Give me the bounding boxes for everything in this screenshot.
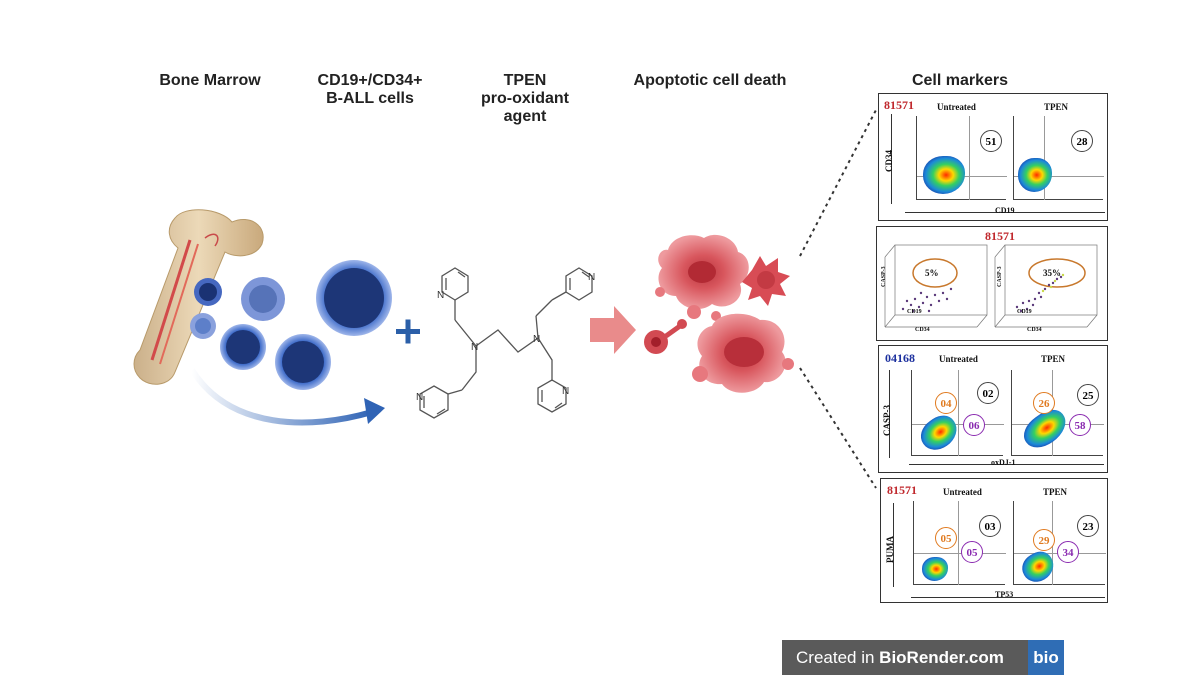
q2-value-circle: 51 [980,130,1002,152]
plus-icon [396,319,420,344]
atom-n-label: N [416,392,423,403]
treatment-arrow-icon [590,306,636,354]
q2-value-circle: 02 [977,382,999,404]
tpen-title: TPEN [1041,354,1066,364]
zoom-line-bottom [799,367,877,489]
q4-value-circle: 58 [1069,414,1091,436]
atom-n-label: N [471,342,478,353]
ball-cells-group [190,260,392,390]
q1-value-circle: 04 [935,392,957,414]
atom-n-label: N [533,334,540,345]
q1-value-circle: 05 [935,527,957,549]
header-cell-markers: Cell markers [911,72,1009,89]
panel-cd34-cd19: 81571 Untreated TPEN CD34 CD19 51 28 [878,93,1108,221]
flow-plot-untreated [913,501,1006,585]
sample-id: 81571 [884,98,914,112]
zoom-line-top [799,109,877,257]
panel-3d-casp3: 81571 5% 35% CASP-3 CASP-3 CD34 CD34 CD1… [876,226,1108,341]
panel-casp3-oxdj1: 04168 Untreated TPEN CASP-3 oxDJ-1 04 02… [878,345,1108,473]
header-ball-cells: CD19+/CD34+B-ALL cells [317,72,423,107]
q1-value-circle: 29 [1033,529,1055,551]
x-axis-label: CD34 [1027,327,1042,333]
y-axis-label: CASP-3 [882,405,892,436]
z-axis-label: CASP-3 [881,266,887,287]
tpen-structure [419,267,593,419]
atom-n-label: N [588,272,595,283]
header-apoptotic-death: Apoptotic cell death [633,72,787,89]
q2-value-circle: 23 [1077,515,1099,537]
percent-label: 35% [1043,268,1061,278]
y-axis-label: PUMA [885,536,895,563]
atom-n-label: N [437,290,444,301]
sample-id: 81571 [887,483,917,497]
3d-scatter-plots [884,244,1098,328]
q4-value-circle: 06 [963,414,985,436]
sample-id: 81571 [985,229,1015,243]
flow-plot-untreated [916,116,1007,200]
untreated-title: Untreated [937,102,976,112]
tpen-title: TPEN [1044,102,1069,112]
badge-text: Created in BioRender.com [796,648,1004,667]
y-axis-label: CD34 [884,150,894,172]
y-axis-label: CD19 [1017,309,1032,315]
apoptotic-cells-group [644,234,794,393]
atom-n-label: N [562,386,569,397]
q2-value-circle: 03 [979,515,1001,537]
q4-value-circle: 05 [961,541,983,563]
flow-plot-tpen [1013,116,1104,200]
x-axis-label: oxDJ-1 [991,458,1016,467]
x-axis-label: TP53 [995,590,1014,599]
biorender-logo-icon: bio [1028,640,1064,675]
q2-value-circle: 25 [1077,384,1099,406]
curved-arrow-icon [189,368,373,426]
z-axis-label: CASP-3 [997,266,1003,287]
untreated-title: Untreated [939,354,978,364]
panel-puma-tp53: 81571 Untreated TPEN PUMA TP53 05 03 05 … [880,478,1108,603]
percent-label: 5% [925,268,939,278]
q2-value-circle: 28 [1071,130,1093,152]
q4-value-circle: 34 [1057,541,1079,563]
header-bone-marrow: Bone Marrow [159,72,261,89]
x-axis-label: CD34 [915,327,930,333]
tpen-title: TPEN [1043,487,1068,497]
sample-id: 04168 [885,351,915,365]
flow-plot-untreated [911,370,1004,457]
flow-plot-tpen [1011,370,1104,456]
q1-value-circle: 26 [1033,392,1055,414]
y-axis-label: CD19 [907,309,922,315]
x-axis-label: CD19 [995,206,1015,215]
flow-plot-tpen [1013,501,1106,588]
arrow-head-icon [364,398,385,424]
untreated-title: Untreated [943,487,982,497]
biorender-badge[interactable]: Created in BioRender.com bio [782,640,1064,675]
